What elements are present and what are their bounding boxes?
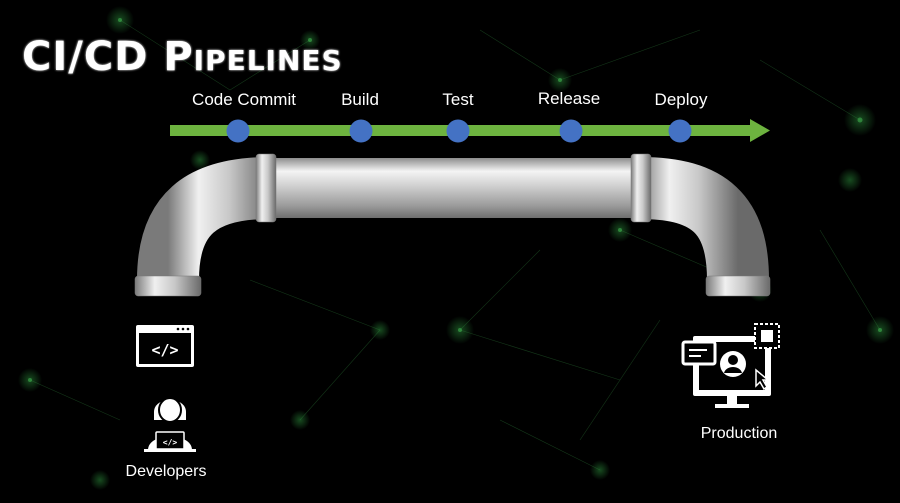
- stage-dot-build: [349, 119, 373, 143]
- stage-label-test: Test: [442, 90, 474, 109]
- stage-dot-code-commit: [226, 119, 250, 143]
- production-monitor-icon: [681, 323, 780, 408]
- stage-label-build: Build: [341, 90, 379, 109]
- developers-caption: Developers: [125, 463, 207, 480]
- stage-dot-deploy: [668, 119, 692, 143]
- stage-label-code-commit: Code Commit: [192, 90, 296, 109]
- stage-dot-test: [446, 119, 470, 143]
- page-title: CI/CD Pipelines: [22, 34, 343, 80]
- code-window-icon: </>: [136, 325, 194, 367]
- pipe-graphic: [134, 153, 771, 297]
- developer-person-icon: </>: [144, 397, 196, 452]
- stage-dot-release: [559, 119, 583, 143]
- svg-text:</>: </>: [151, 341, 178, 359]
- production-caption: Production: [700, 425, 778, 442]
- stage-label-release: Release: [537, 89, 601, 108]
- stage-label-deploy: Deploy: [654, 90, 708, 109]
- svg-text:</>: </>: [163, 438, 178, 447]
